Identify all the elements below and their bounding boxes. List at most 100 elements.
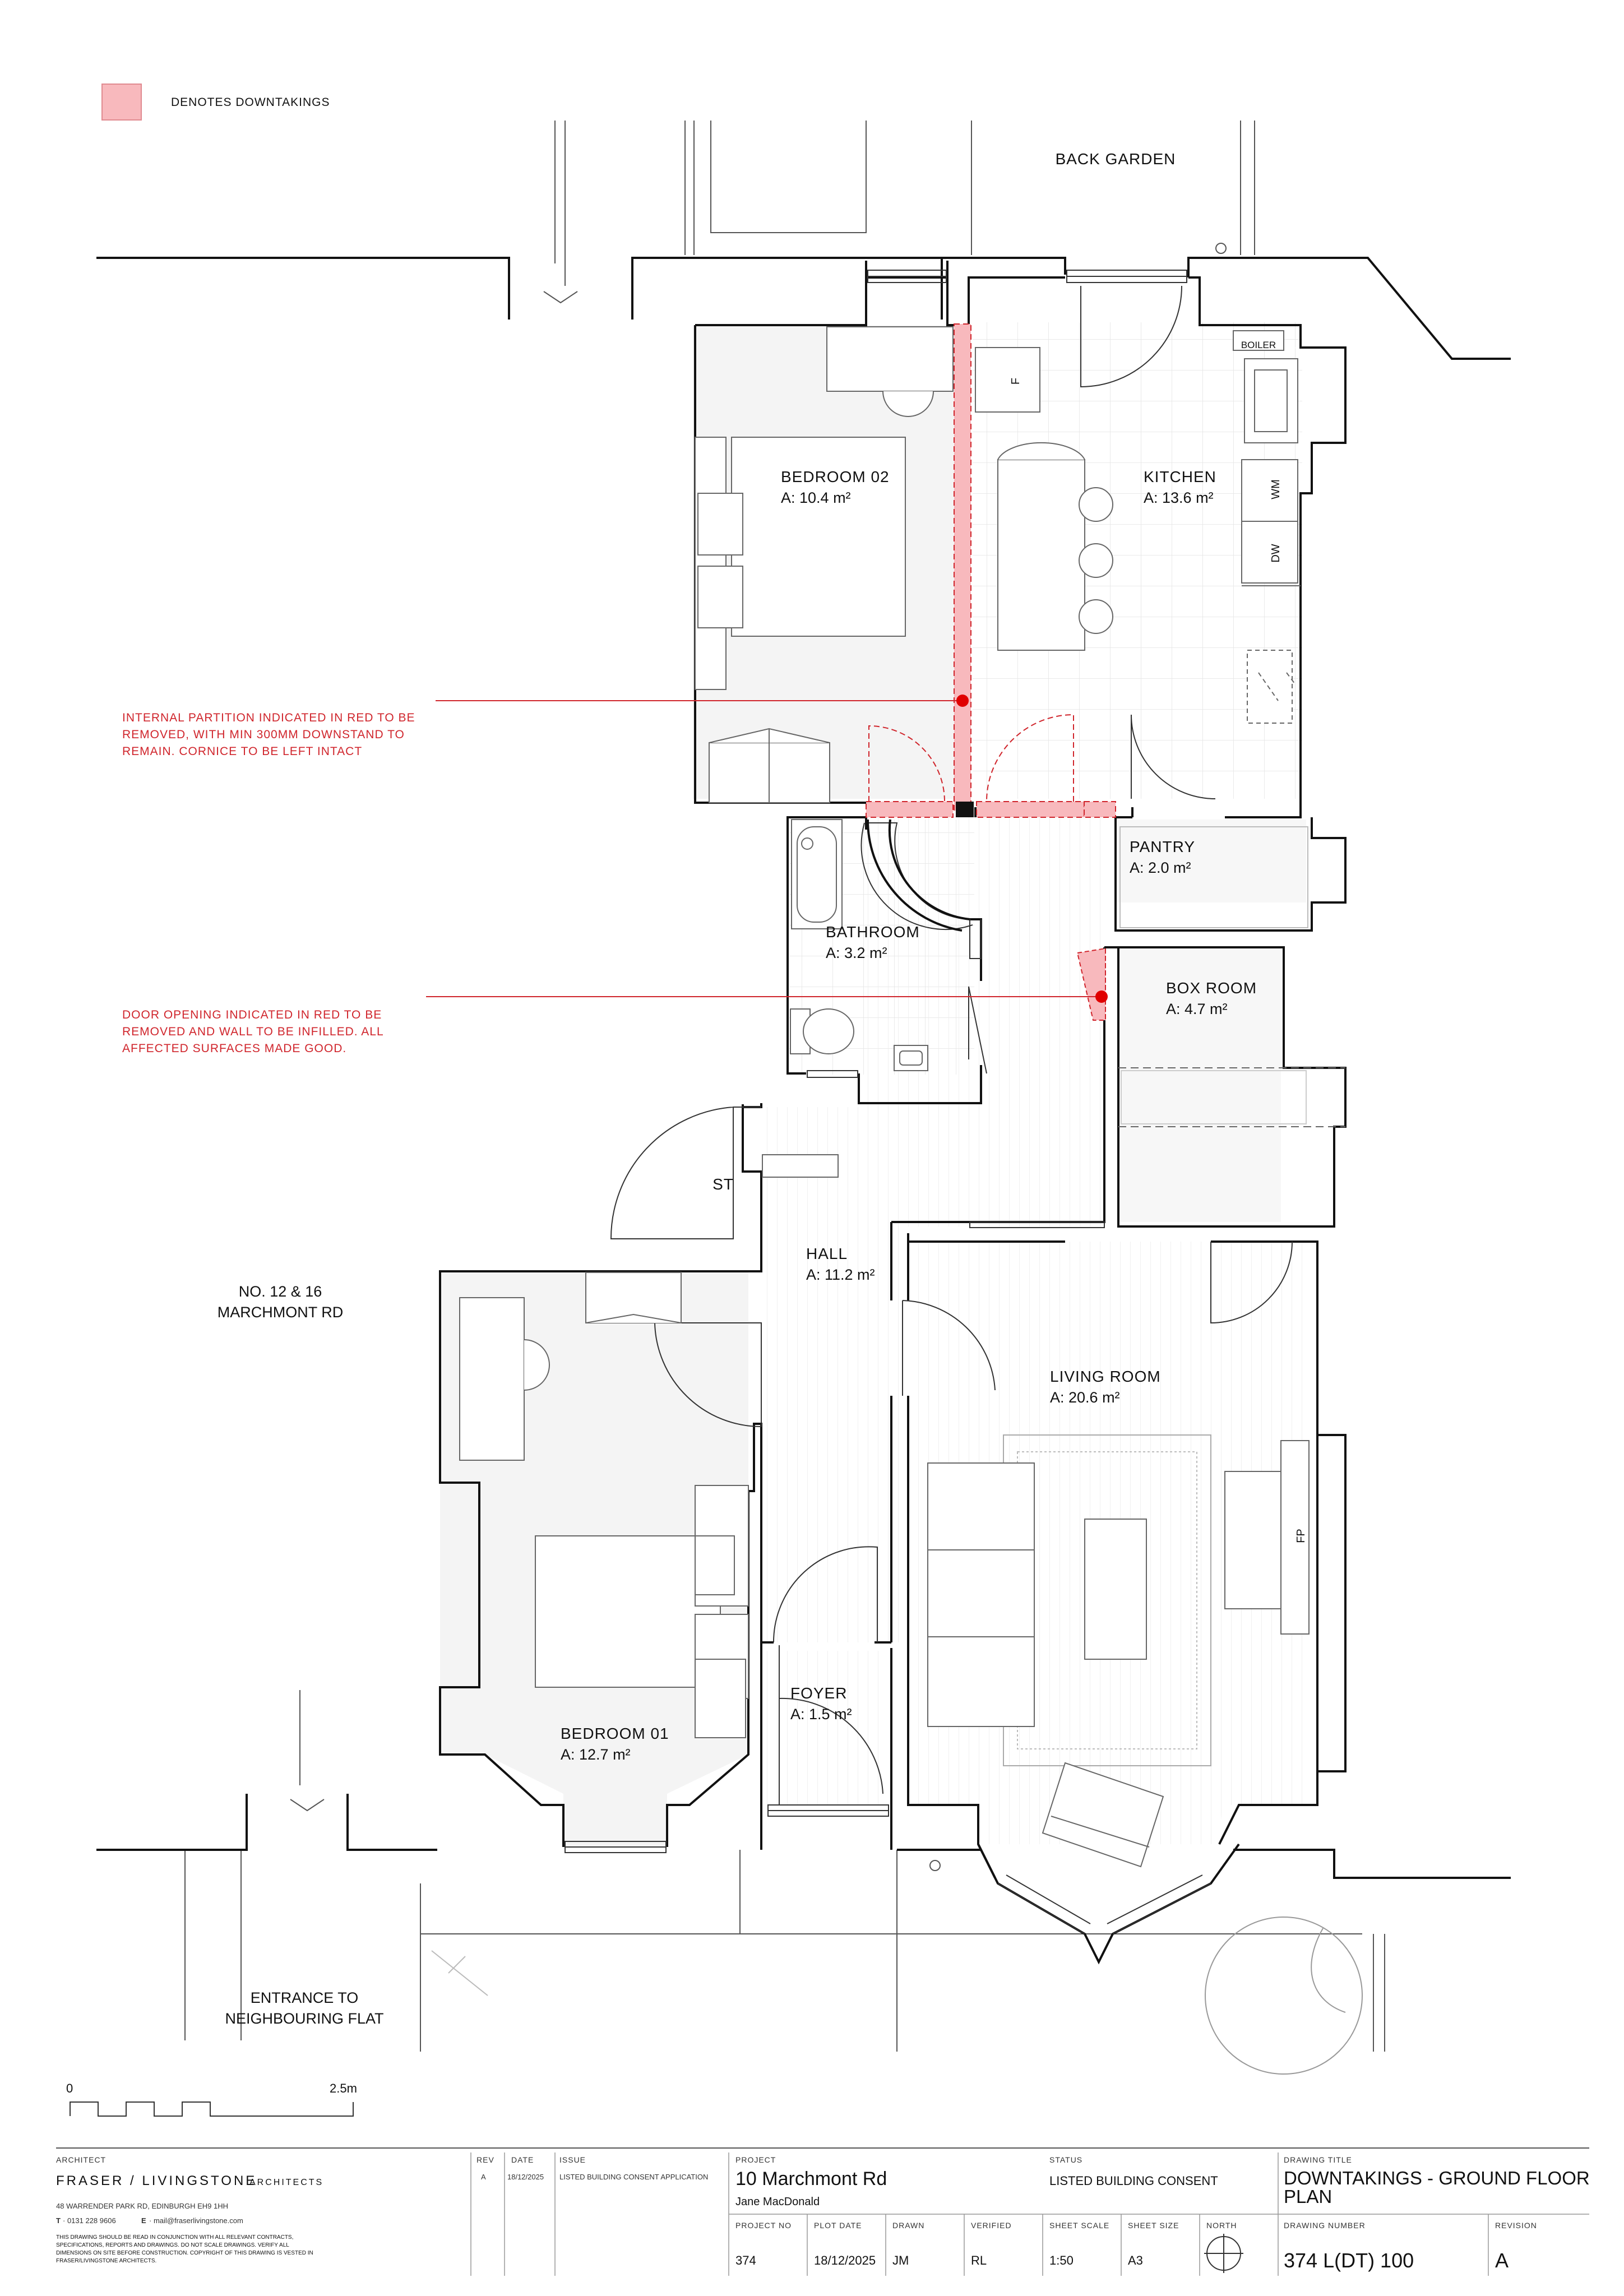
- bedroom01-name: BEDROOM 01: [561, 1725, 669, 1742]
- boxroom-door-infill: [1076, 947, 1106, 1021]
- legend: DENOTES DOWNTAKINGS: [101, 84, 330, 121]
- disclaimer-3: DIMENSIONS ON SITE BEFORE CONSTRUCTION. …: [56, 2250, 313, 2256]
- rev-value: A: [481, 2173, 486, 2181]
- revision-label: REVISION: [1495, 2221, 1537, 2230]
- scale-bar-end: 2.5m: [330, 2081, 357, 2095]
- living-area: A: 20.6 m²: [1050, 1389, 1120, 1406]
- door-note-1: DOOR OPENING INDICATED IN RED TO BE: [122, 1008, 382, 1021]
- bathroom-name: BATHROOM: [826, 923, 920, 941]
- living-name: LIVING ROOM: [1050, 1368, 1161, 1385]
- hall-area: A: 11.2 m²: [806, 1266, 875, 1283]
- status-value: LISTED BUILDING CONSENT: [1049, 2174, 1218, 2188]
- drawing-title-label: DRAWING TITLE: [1284, 2155, 1352, 2164]
- project-no-value: 374: [735, 2253, 756, 2267]
- back-garden-label: BACK GARDEN: [1056, 150, 1176, 168]
- entrance-label-2: NEIGHBOURING FLAT: [225, 2010, 383, 2027]
- boxroom-floor: [1118, 947, 1281, 1222]
- client-value: Jane MacDonald: [735, 2196, 820, 2208]
- architect-label: ARCHITECT: [56, 2155, 106, 2164]
- firm-tel: · 0131 228 9606: [63, 2216, 116, 2225]
- kitchen-door-swing: [986, 714, 1074, 802]
- kitchen-door-head: [976, 801, 1085, 818]
- downtakings-swatch: [101, 84, 142, 121]
- bedroom02-name: BEDROOM 02: [781, 468, 890, 485]
- fireplace-label: FP: [1295, 1529, 1307, 1543]
- annotations: INTERNAL PARTITION INDICATED IN RED TO B…: [122, 695, 1108, 1055]
- drawing-number-label: DRAWING NUMBER: [1284, 2221, 1366, 2230]
- plot-date-label: PLOT DATE: [814, 2221, 862, 2230]
- drawing-title-line-2: PLAN: [1284, 2186, 1332, 2207]
- bedroom02-area: A: 10.4 m²: [781, 489, 851, 506]
- door-marker: [1095, 990, 1108, 1003]
- fixture-labels: BOILER WM DW ST: [712, 340, 1282, 1193]
- kitchen-name: KITCHEN: [1144, 468, 1216, 485]
- drawing-title-line-1: DOWNTAKINGS - GROUND FLOOR: [1284, 2168, 1590, 2188]
- sheet-scale-label: SHEET SCALE: [1049, 2221, 1109, 2230]
- bathroom-area: A: 3.2 m²: [826, 945, 887, 961]
- store-label: ST: [712, 1175, 734, 1193]
- disclaimer-1: THIS DRAWING SHOULD BE READ IN CONJUNCTI…: [56, 2234, 293, 2241]
- boiler-label: BOILER: [1241, 340, 1276, 350]
- disclaimer-4: FRASER/LIVINGSTONE ARCHITECTS.: [56, 2258, 156, 2264]
- project-value: 10 Marchmont Rd: [735, 2168, 887, 2189]
- verified-label: VERIFIED: [971, 2221, 1012, 2230]
- firm-name: FRASER / LIVINGSTONE: [56, 2173, 257, 2188]
- sheet-size-value: A3: [1128, 2253, 1143, 2267]
- title-block: ARCHITECT FRASER / LIVINGSTONE ARCHITECT…: [56, 2147, 1590, 2276]
- rev-label: REV: [476, 2155, 494, 2164]
- north-arrow-icon: [1204, 2234, 1243, 2273]
- hall-floor: [761, 812, 1104, 1642]
- plot-date-value: 18/12/2025: [814, 2253, 876, 2267]
- boxroom-area: A: 4.7 m²: [1166, 1001, 1228, 1017]
- firm-email: · mail@fraserlivingstone.com: [149, 2216, 243, 2225]
- status-label: STATUS: [1049, 2155, 1082, 2164]
- downtakings: [866, 323, 1116, 1021]
- sheet-scale-value: 1:50: [1049, 2253, 1074, 2267]
- pantry-area: A: 2.0 m²: [1130, 859, 1191, 876]
- partition-marker: [956, 695, 969, 707]
- site-context: [184, 121, 1385, 2075]
- issue-value: LISTED BUILDING CONSENT APPLICATION: [559, 2173, 708, 2181]
- site-labels: BACK GARDEN NO. 12 & 16 MARCHMONT RD ENT…: [218, 150, 1176, 2027]
- furniture: F: [459, 326, 1345, 1868]
- foyer-floor: [765, 1651, 886, 1805]
- partition-stub: [956, 802, 974, 817]
- pantry-floor: [1116, 820, 1306, 902]
- room-labels: BEDROOM 02 A: 10.4 m² KITCHEN A: 13.6 m²…: [561, 468, 1257, 1763]
- foyer-area: A: 1.5 m²: [790, 1706, 852, 1723]
- bedroom01-area: A: 12.7 m²: [561, 1746, 631, 1763]
- washing-machine-label: WM: [1270, 479, 1282, 499]
- project-label: PROJECT: [735, 2155, 776, 2164]
- firm-email-label: E: [141, 2216, 146, 2225]
- drawn-label: DRAWN: [892, 2221, 924, 2230]
- drawn-value: JM: [892, 2253, 909, 2267]
- foyer-name: FOYER: [790, 1684, 847, 1702]
- boxroom-name: BOX ROOM: [1166, 979, 1257, 997]
- issue-label: ISSUE: [559, 2155, 586, 2164]
- date-label: DATE: [511, 2155, 534, 2164]
- firm-address: 48 WARRENDER PARK RD, EDINBURGH EH9 1HH: [56, 2202, 228, 2210]
- bedroom02-door-head: [866, 801, 954, 818]
- legend-label: DENOTES DOWNTAKINGS: [171, 96, 330, 109]
- hall-name: HALL: [806, 1245, 848, 1262]
- kitchen-door-head-2: [1084, 801, 1116, 818]
- partition-note-3: REMAIN. CORNICE TO BE LEFT INTACT: [122, 745, 362, 758]
- walls: [439, 261, 1347, 1965]
- partition-to-remove: [954, 323, 971, 811]
- windows: [565, 270, 1211, 1934]
- firm-suffix: ARCHITECTS: [249, 2178, 323, 2187]
- scale-bar: 0 2.5m: [66, 2081, 357, 2117]
- revision-value: A: [1495, 2249, 1509, 2272]
- door-note-3: AFFECTED SURFACES MADE GOOD.: [122, 1042, 346, 1055]
- entrance-label-1: ENTRANCE TO: [251, 1989, 359, 2006]
- drawing-number-value: 374 L(DT) 100: [1284, 2249, 1414, 2272]
- firm-tel-label: T: [56, 2216, 61, 2225]
- north-label: NORTH: [1206, 2221, 1237, 2230]
- fridge-label: F: [1010, 378, 1022, 385]
- scale-bar-start: 0: [66, 2081, 73, 2095]
- disclaimer-2: SPECIFICATIONS, REPORTS AND DRAWINGS. DO…: [56, 2242, 289, 2248]
- partition-note-1: INTERNAL PARTITION INDICATED IN RED TO B…: [122, 711, 415, 724]
- neighbour-label-2: MARCHMONT RD: [218, 1304, 344, 1321]
- verified-value: RL: [971, 2253, 987, 2267]
